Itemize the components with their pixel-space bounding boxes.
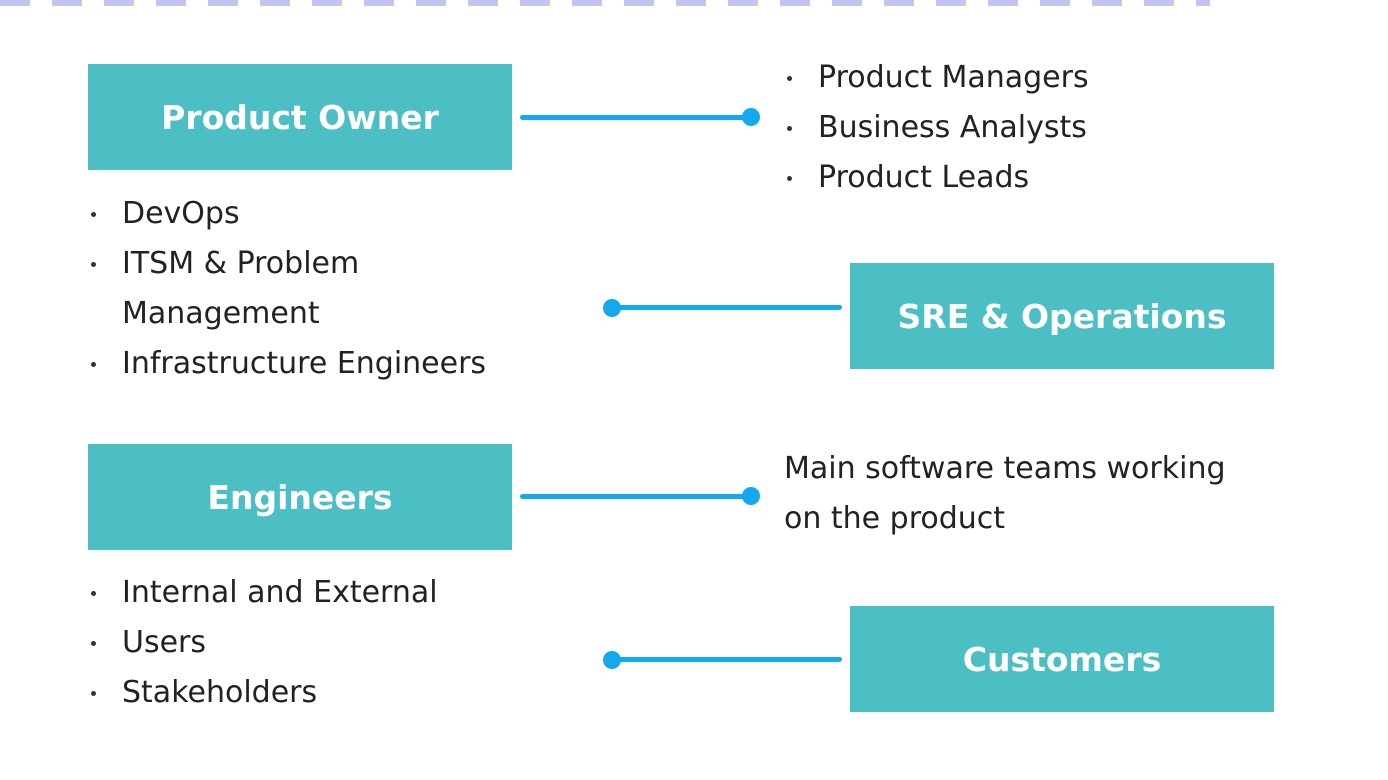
product-owner-connector (520, 115, 752, 120)
list-item: DevOps (88, 189, 558, 239)
list-item: Product Managers (784, 53, 1304, 103)
top-decorative-strip (0, 0, 1210, 6)
customers-box: Customers (850, 606, 1274, 712)
engineers-box: Engineers (88, 444, 512, 550)
engineers-connector (520, 494, 752, 499)
product-owner-connector-dot (742, 108, 760, 126)
sre-details-list: DevOps ITSM & Problem Management Infrast… (88, 189, 558, 389)
list-item: Product Leads (784, 153, 1304, 203)
sre-operations-title: SRE & Operations (897, 296, 1227, 336)
customers-title: Customers (962, 639, 1162, 679)
engineers-description: Main software teams working on the produ… (784, 451, 1226, 536)
engineers-connector-dot (742, 487, 760, 505)
list-item: Infrastructure Engineers (88, 339, 558, 389)
list-item: Business Analysts (784, 103, 1304, 153)
sre-connector (610, 305, 842, 310)
product-owner-title: Product Owner (161, 97, 439, 137)
engineers-title: Engineers (207, 477, 393, 517)
list-item: Users (88, 618, 558, 668)
list-item: Stakeholders (88, 668, 558, 718)
list-item: ITSM & Problem Management (88, 239, 558, 339)
product-owner-box: Product Owner (88, 64, 512, 170)
list-item: Internal and External (88, 568, 558, 618)
customers-details-list: Internal and External Users Stakeholders (88, 568, 558, 718)
product-owner-details-list: Product Managers Business Analysts Produ… (784, 53, 1304, 203)
customers-connector (610, 657, 842, 662)
sre-operations-box: SRE & Operations (850, 263, 1274, 369)
